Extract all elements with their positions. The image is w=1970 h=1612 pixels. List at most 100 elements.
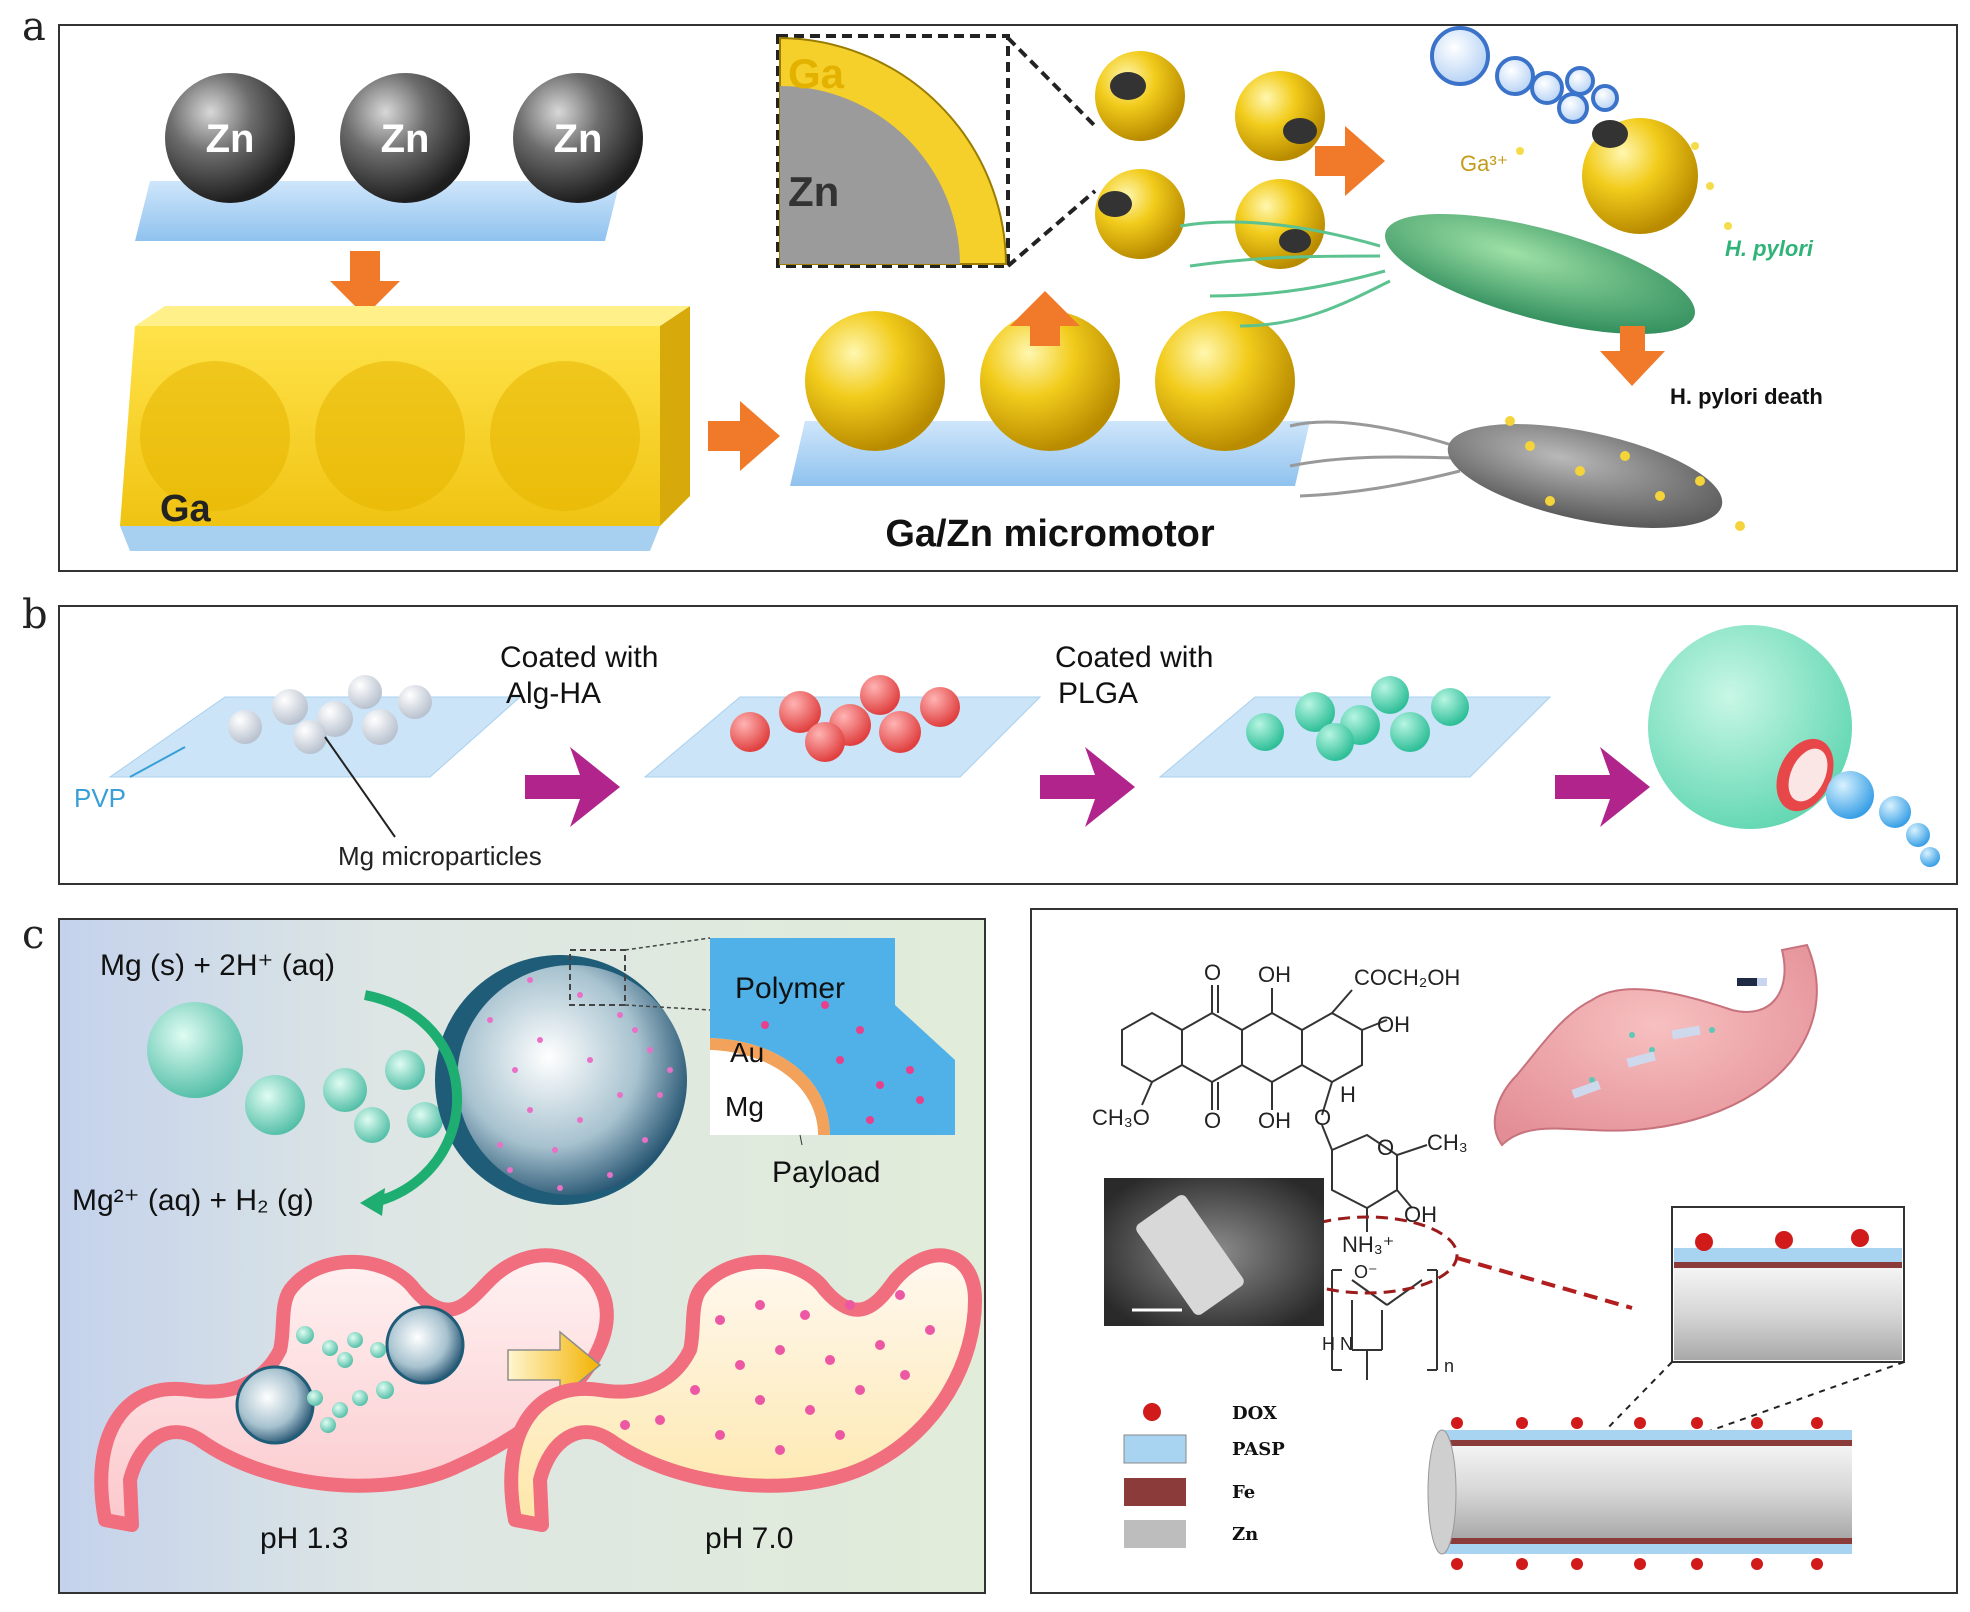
step1-material: Alg-HA [506,677,601,710]
dox-atom-labels: O OH COCH₂OH OH CH₃O O OH H O O CH₃ OH N… [1092,960,1468,1376]
tube-cross-section-zoom [1566,1206,1905,1471]
svg-text:CH₃O: CH₃O [1092,1105,1150,1130]
substrate-slab-bottom [790,421,1310,486]
arrow-down-icon [1600,326,1665,386]
svg-text:O: O [1204,1108,1221,1133]
panel-label-b: b [22,592,48,638]
micromotor-caption: Ga/Zn micromotor [885,513,1215,555]
svg-text:H: H [1340,1082,1356,1107]
arrow-down-icon [330,251,400,316]
ga-zn-sphere [980,311,1120,451]
reaction-arrow-icon [363,990,463,1208]
svg-text:Payload: Payload [772,1156,880,1189]
svg-text:OH: OH [1377,1012,1410,1037]
arrow-up-icon [1010,291,1080,346]
panel-d: O OH COCH₂OH OH CH₃O O OH H O O CH₃ OH N… [1030,908,1958,1594]
arrow-right-icon [1315,126,1385,196]
ph-right-label: pH 7.0 [705,1522,793,1555]
stomach-illustration [1493,943,1818,1147]
panel-label-c: c [22,912,45,958]
svg-text:OH: OH [1258,1108,1291,1133]
svg-text:H N: H N [1322,1334,1353,1354]
death-label: H. pylori death [1670,384,1823,409]
svg-text:Zn: Zn [554,117,603,161]
zn-sphere: Zn [340,73,470,203]
svg-text:Zn: Zn [206,117,255,161]
legend-zn-swatch [1124,1520,1186,1548]
panel-a: Zn Zn Zn Ga Ga/Zn micromotor Ga Zn [58,24,1958,572]
svg-text:Au: Au [730,1037,764,1068]
svg-text:O: O [1377,1135,1394,1160]
hydrogen-bubbles [147,1002,471,1143]
ga-ion-label: Ga³⁺ [1460,151,1508,176]
svg-text:Zn: Zn [788,168,839,215]
cross-section-inset: Ga Zn [776,34,1097,268]
step2-label: Coated with [1055,641,1213,674]
svg-text:COCH₂OH: COCH₂OH [1354,965,1460,990]
stomach-ph-7-0 [504,1248,982,1532]
reaction-bottom: Mg²⁺ (aq) + H₂ (g) [72,1184,314,1217]
svg-text:Ga: Ga [160,488,212,530]
mg-label: Mg microparticles [338,841,542,871]
mg-micromotor [1648,625,1852,829]
svg-text:Zn: Zn [381,117,430,161]
svg-text:PASP: PASP [1232,1439,1285,1460]
panel-label-a: a [22,4,46,50]
legend-dox-marker [1143,1403,1161,1421]
panel-d-diagram: O OH COCH₂OH OH CH₃O O OH H O O CH₃ OH N… [1092,943,1905,1570]
svg-text:OH: OH [1258,962,1291,987]
svg-text:Ga: Ga [788,50,845,97]
svg-text:DOX: DOX [1232,1403,1277,1424]
zn-sphere: Zn [165,73,295,203]
mg-microparticle [228,675,432,754]
svg-text:Fe: Fe [1232,1482,1255,1503]
hydrogen-bubbles [1430,26,1619,124]
janus-micromotor [1095,51,1185,141]
panel-b-diagram: PVP Mg microparticles Coated with Alg-HA… [74,625,1940,871]
arrow-right-icon [525,747,620,827]
svg-text:O: O [1314,1105,1331,1130]
alg-ha-coated-particle [730,675,960,762]
dead-bacterium [1289,416,1745,531]
svg-text:CH₃: CH₃ [1427,1130,1468,1155]
step1-label: Coated with [500,641,658,674]
step2-material: PLGA [1058,677,1138,710]
svg-text:NH₃⁺: NH₃⁺ [1342,1232,1394,1257]
plga-coated-particle [1246,676,1469,761]
svg-text:Polymer: Polymer [735,972,845,1005]
panel-c: Mg (s) + 2H⁺ (aq) Mg²⁺ (aq) + H₂ (g) Pol… [58,918,986,1594]
svg-text:Mg: Mg [725,1091,764,1122]
zn-sphere: Zn [513,73,643,203]
panel-c-diagram: Mg (s) + 2H⁺ (aq) Mg²⁺ (aq) + H₂ (g) Pol… [60,920,984,1592]
h-pylori-label: H. pylori [1725,236,1814,261]
svg-text:OH: OH [1404,1202,1437,1227]
ga-zn-sphere [805,311,945,451]
h-pylori-bacterium [1179,213,1695,335]
panel-b: PVP Mg microparticles Coated with Alg-HA… [58,605,1958,885]
ga-zn-sphere [1155,311,1295,451]
arrow-right-icon [1555,747,1650,827]
svg-text:n: n [1444,1356,1454,1376]
hydrogen-bubbles [1826,771,1940,867]
pvp-label: PVP [74,783,126,813]
legend-fe-swatch [1124,1478,1186,1506]
svg-text:O⁻: O⁻ [1354,1262,1378,1282]
micromotor-tube [1427,1417,1852,1570]
ph-left-label: pH 1.3 [260,1522,348,1555]
panel-a-diagram: Zn Zn Zn Ga Ga/Zn micromotor Ga Zn [120,26,1823,555]
sem-micrograph [1104,1178,1324,1326]
svg-text:O: O [1204,960,1221,985]
stomach-ph-1-3 [94,1248,614,1532]
janus-mg-micromotor [435,937,711,1205]
arrow-right-icon [708,401,780,471]
reaction-top: Mg (s) + 2H⁺ (aq) [100,949,335,982]
svg-text:Zn: Zn [1232,1524,1258,1545]
legend: DOX PASP Fe Zn [1123,1403,1285,1548]
dox-chemical-structure [1121,985,1438,1380]
janus-micromotor [1235,71,1325,161]
legend-pasp-swatch [1123,1434,1187,1464]
janus-micromotor [1095,169,1185,259]
ga-coating-block: Ga [120,306,690,551]
arrow-right-icon [507,1330,602,1400]
arrow-right-icon [1040,747,1135,827]
